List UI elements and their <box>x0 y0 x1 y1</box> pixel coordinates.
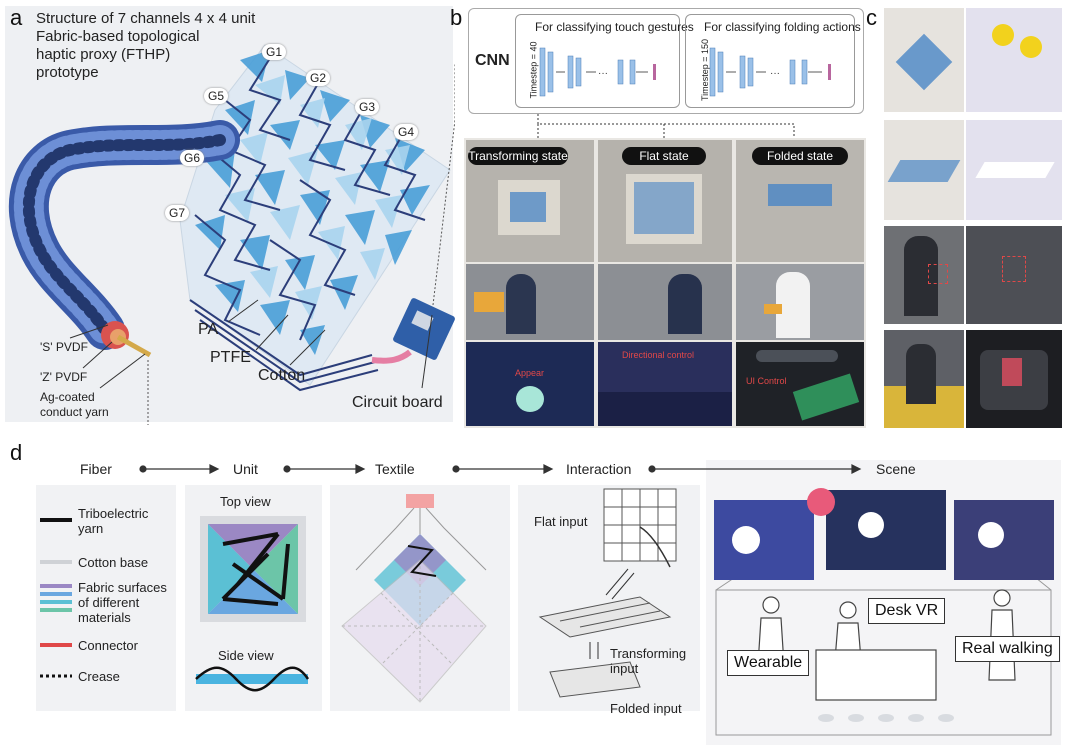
photo-c-origami-plane <box>884 120 964 220</box>
legend-fabric-line2: of different <box>78 595 140 610</box>
overlay-directional-control: Directional control <box>622 350 695 360</box>
unit-side-view-diagram <box>195 666 310 692</box>
label-ag-line2: conduct yarn <box>40 405 109 419</box>
interaction-diagram <box>538 488 677 698</box>
photo-c-user-hold <box>884 226 964 324</box>
scene-tag-real-walking: Real walking <box>955 636 1060 662</box>
photo-c-seated-user <box>884 330 964 428</box>
photo-flat-vr-scene <box>598 342 732 426</box>
label-z-pvdf: 'Z' PVDF <box>40 370 88 384</box>
stage-flow-arrows <box>139 464 862 474</box>
photo-c-virtual-flower <box>966 8 1062 112</box>
panel-a-title-line2: Fabric-based topological <box>36 28 200 45</box>
unit-side-view-label: Side view <box>218 648 274 663</box>
cnn-fold-title: For classifying folding actions <box>704 20 861 34</box>
fabric-diamond <box>179 44 451 392</box>
channel-label-g7: G7 <box>165 205 190 221</box>
overlay-appear: Appear <box>515 368 545 378</box>
legend-yarn-line2: yarn <box>78 521 104 536</box>
interaction-transforming-line2: input <box>610 661 639 676</box>
channel-label-g6: G6 <box>180 150 205 166</box>
unit-top-view-label: Top view <box>220 494 271 509</box>
ftph-fabric-illustration <box>8 44 455 425</box>
legend-crease: Crease <box>78 669 120 684</box>
label-ag-coated: Ag-coated conduct yarn <box>40 390 109 420</box>
label-circuit-board: Circuit board <box>352 394 443 411</box>
photo-c-virtual-plane <box>966 120 1062 220</box>
cnn-box <box>468 8 864 114</box>
channel-label-g3: G3 <box>355 99 380 115</box>
cnn-touch-title: For classifying touch gestures <box>535 20 694 34</box>
textile-diagram <box>341 494 487 703</box>
photo-transforming-vr-scene <box>466 342 594 426</box>
photo-transforming-vr-user <box>466 264 594 340</box>
legend-swatches <box>40 518 72 678</box>
state-pill-flat: Flat state <box>622 147 706 165</box>
legend-fabric: Fabric surfaces of different materials <box>78 580 167 625</box>
legend-fabric-line3: materials <box>78 610 131 625</box>
interaction-transforming-label: Transforming input <box>610 646 686 676</box>
svg-text:···: ··· <box>770 68 780 79</box>
scene-tag-wearable: Wearable <box>727 650 810 676</box>
fiber-bundle <box>8 120 240 358</box>
photo-c-lab-scene <box>966 226 1062 324</box>
panel-a-title-line4: prototype <box>36 64 99 81</box>
label-ag-line1: Ag-coated <box>40 390 95 404</box>
unit-top-view-diagram <box>200 516 306 622</box>
stage-unit: Unit <box>233 461 258 477</box>
channel-label-g2: G2 <box>306 70 331 86</box>
interaction-folded-label: Folded input <box>610 701 682 716</box>
photo-c-origami-ball <box>884 8 964 112</box>
stage-scene: Scene <box>876 461 916 477</box>
panel-c-label: c <box>866 5 877 30</box>
channel-label-g5: G5 <box>204 88 229 104</box>
stage-textile: Textile <box>375 461 415 477</box>
cnn-architecture-icons: ··· ··· <box>537 47 831 138</box>
stage-interaction: Interaction <box>566 461 632 477</box>
scene-diagram <box>714 488 1054 736</box>
panel-a-label: a <box>10 5 23 30</box>
panel-d-fiber-bg <box>36 485 176 711</box>
scene-tag-desk-vr: Desk VR <box>868 598 946 624</box>
channel-label-g4: G4 <box>394 124 419 140</box>
state-pill-transforming: Transforming state <box>468 147 568 165</box>
panel-a-title-line3: haptic proxy (FTHP) <box>36 46 171 63</box>
photo-flat-vr-user <box>598 264 732 340</box>
interaction-flat-label: Flat input <box>534 514 588 529</box>
channel-label-g1: G1 <box>262 44 287 60</box>
legend-connector: Connector <box>78 638 138 653</box>
cnn-label: CNN <box>475 52 510 69</box>
label-pa: PA <box>198 321 219 338</box>
label-ptfe: PTFE <box>210 349 251 366</box>
stage-fiber: Fiber <box>80 461 112 477</box>
legend-fabric-line1: Fabric surfaces <box>78 580 167 595</box>
photo-c-virtual-car <box>966 330 1062 428</box>
legend-yarn-line1: Triboelectric <box>78 506 149 521</box>
label-s-pvdf: 'S' PVDF <box>40 340 88 354</box>
svg-text:···: ··· <box>598 68 608 79</box>
cnn-touch-box <box>515 14 680 108</box>
panel-d-label: d <box>10 440 23 465</box>
legend-yarn: Triboelectric yarn <box>78 506 148 536</box>
state-pill-folded: Folded state <box>752 147 848 165</box>
legend-cotton: Cotton base <box>78 555 149 570</box>
panel-a-title: Structure of 7 channels 4 x 4 unit Fabri… <box>36 10 276 82</box>
interaction-transforming-line1: Transforming <box>610 646 687 661</box>
photo-folded-vr-scene <box>736 342 864 426</box>
label-cotton: Cotton <box>258 367 306 384</box>
panel-b-label: b <box>450 5 463 30</box>
panel-a-title-line1: Structure of 7 channels 4 x 4 unit <box>36 10 256 27</box>
overlay-ui-control: UI Control <box>746 376 787 386</box>
circuit-board <box>371 298 455 364</box>
cnn-fold-box <box>685 14 855 108</box>
photo-folded-vr-user <box>736 264 864 340</box>
